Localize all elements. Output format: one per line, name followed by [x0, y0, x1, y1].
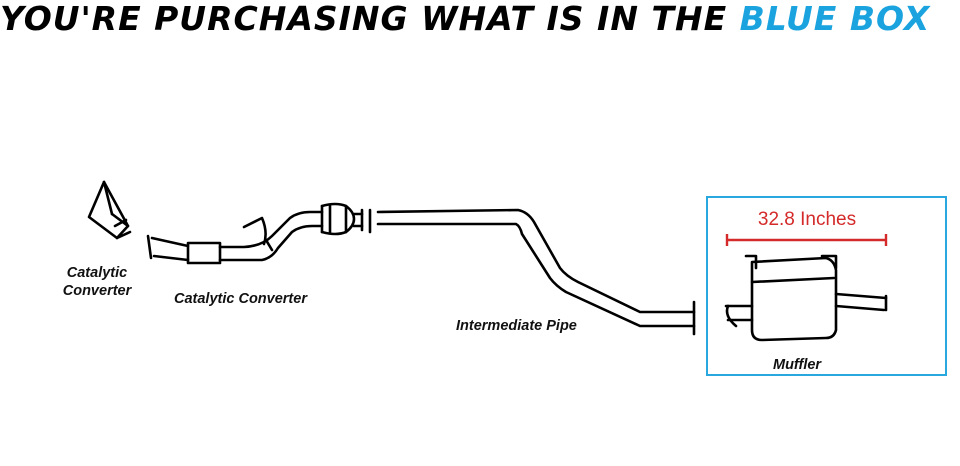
headline-main: YOU'RE PURCHASING WHAT IS IN THE: [0, 0, 728, 38]
muffler-label: Muffler: [773, 357, 822, 373]
headline-accent: BLUE BOX: [739, 0, 931, 38]
mid-catalytic-converter-label: Catalytic Converter: [174, 291, 307, 307]
front-catalytic-converter-label: Catalytic Converter: [54, 264, 140, 300]
intermediate-pipe-label: Intermediate Pipe: [456, 318, 577, 334]
blue-box: [706, 196, 947, 376]
front-cat-label-line1: Catalytic: [66, 265, 128, 281]
front-cat-label-line2: Converter: [62, 283, 132, 299]
headline: YOU'RE PURCHASING WHAT IS IN THE BLUE BO…: [0, 0, 960, 40]
intermediate-pipe-drawing: [376, 208, 696, 336]
front-catalytic-converter-drawing: [87, 180, 132, 240]
mid-catalytic-converter-drawing: [146, 202, 372, 265]
dimension-label: 32.8 Inches: [757, 209, 857, 230]
muffler-drawing: [724, 254, 888, 342]
